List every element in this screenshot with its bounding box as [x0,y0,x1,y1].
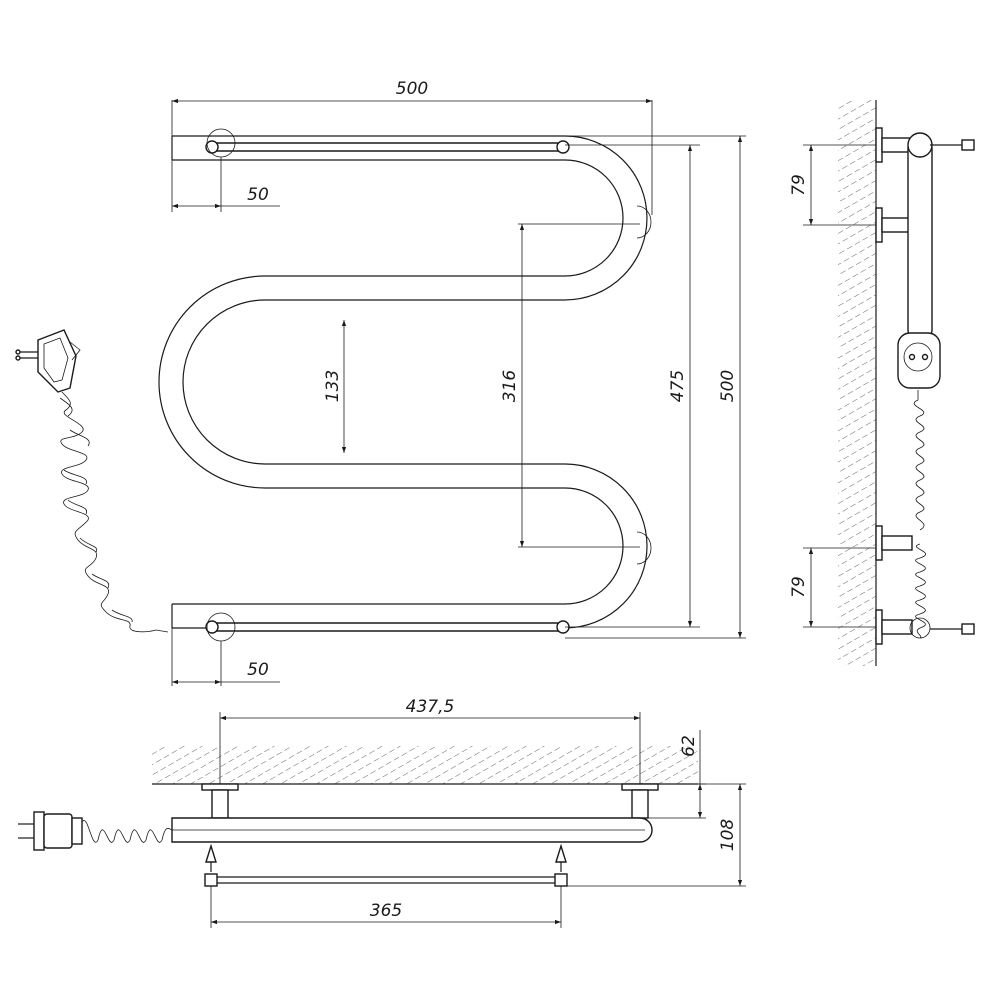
plug-left [15,329,81,393]
dim-wall-center-distance: 437,5 [219,697,641,784]
dim-loop-gap-label: 133 [323,370,343,402]
dim-mount-offset-top: 50 [171,157,280,212]
dim-mount-offset-bottom-label: 50 [247,660,269,680]
dim-wall-gap: 62 [648,730,706,819]
dim-overall-width: 500 [171,79,653,215]
dim-overall-width-label: 500 [396,79,428,99]
top-mount-right [621,783,659,819]
dim-mount-offset-bottom: 50 [171,628,280,686]
dim-mount-offset-top-label: 50 [247,185,269,205]
top-mount-left [201,783,239,819]
dim-center-distance-label: 475 [668,370,688,402]
side-bracket-2 [875,207,913,243]
side-socket [897,332,941,389]
dim-side-mount-top-label: 79 [789,174,809,196]
dim-inner-span-label: 316 [500,370,520,403]
side-coiled-cable [913,390,925,531]
top-plug [18,811,83,851]
side-vertical-pipe [907,139,933,339]
side-bracket-3 [875,525,913,561]
coiled-cable-left [60,391,169,633]
dim-side-mount-top: 79 [789,144,876,226]
mount-flange-right-upper [636,205,652,239]
dim-depth-label: 108 [718,819,738,852]
top-bar [205,140,570,154]
dim-wall-gap-label: 62 [679,735,699,757]
dim-overall-height-label: 500 [718,370,738,402]
bottom-bar [205,620,570,634]
dim-center-distance: 475 [565,144,700,628]
serpentine-pipe-inner [158,159,624,605]
dim-side-mount-bottom-label: 79 [789,576,809,598]
front-view: 500 50 50 133 316 [15,79,746,686]
dim-depth: 108 [567,783,746,887]
dim-loop-gap: 133 [323,320,347,453]
side-view: 79 79 [789,100,975,666]
dim-wall-center-distance-label: 437,5 [406,697,455,717]
top-view: 437,5 62 108 365 [18,697,746,928]
dim-inner-span: 316 [500,223,640,548]
dim-side-mount-bottom: 79 [789,547,876,628]
dim-overall-height: 500 [565,135,746,639]
serpentine-pipe-outer [172,135,648,629]
mount-flange-right-lower [636,531,652,565]
top-wall [152,746,698,784]
dim-bar-length: 365 [210,886,562,928]
side-wall [838,100,876,666]
dim-bar-length-label: 365 [370,901,402,921]
side-bracket-1 [875,127,913,163]
top-towel-bar [204,843,568,887]
side-bracket-4 [875,609,913,645]
top-coiled-cable [81,819,173,843]
